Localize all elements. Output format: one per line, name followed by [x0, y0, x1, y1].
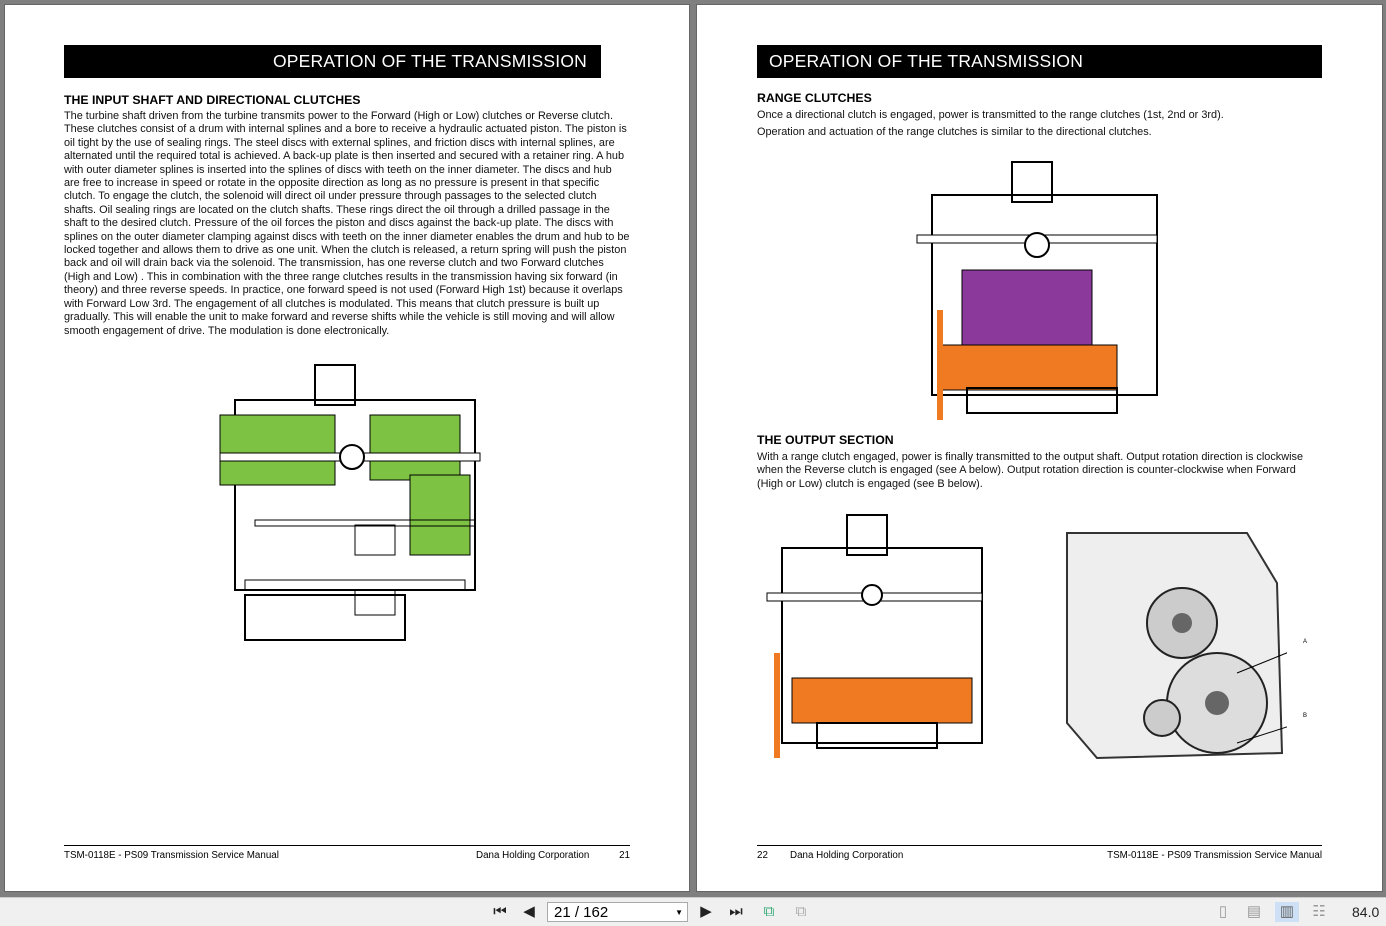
page-number-input[interactable]: 21 / 162▼ [547, 902, 688, 922]
first-page-button[interactable]: ⏮ [493, 903, 507, 920]
transmission-diagram-purple [916, 161, 1158, 420]
right-page: OPERATION OF THE TRANSMISSION RANGE CLUT… [696, 4, 1383, 892]
two-page-continuous-view-icon[interactable]: ☷ [1312, 903, 1326, 920]
chevron-down-icon[interactable]: ▼ [675, 908, 683, 917]
body-paragraph: The turbine shaft driven from the turbin… [64, 110, 630, 337]
section-heading: THE OUTPUT SECTION [757, 433, 894, 447]
two-page-view-icon[interactable]: ▥ [1275, 902, 1299, 922]
previous-view-icon[interactable]: ⧉ [763, 903, 775, 920]
next-page-button[interactable]: ▶ [700, 903, 712, 920]
page-footer: TSM-0118E - PS09 Transmission Service Ma… [64, 845, 630, 864]
footer-page-number: 22 [757, 850, 768, 861]
left-page: OPERATION OF THE TRANSMISSION THE INPUT … [4, 4, 690, 892]
viewer-toolbar: ⏮ ◀ 21 / 162▼ ▶ ⏭ ⧉ ⧉ ▯ ▤ ▥ ☷ 84.0 [0, 897, 1386, 926]
transmission-diagram-orange [766, 514, 983, 758]
continuous-view-icon[interactable]: ▤ [1246, 903, 1262, 920]
zoom-level[interactable]: 84.0 [1352, 904, 1380, 920]
body-paragraph: Once a directional clutch is engaged, po… [757, 109, 1224, 121]
previous-page-button[interactable]: ◀ [523, 903, 535, 920]
label-b: B [1303, 713, 1308, 719]
page-footer: 22 Dana Holding Corporation TSM-0118E - … [757, 845, 1322, 864]
footer-manual: TSM-0118E - PS09 Transmission Service Ma… [1107, 850, 1322, 861]
footer-company: Dana Holding Corporation [476, 850, 590, 861]
section-heading: RANGE CLUTCHES [757, 91, 872, 105]
next-view-icon[interactable]: ⧉ [795, 903, 807, 920]
page-banner: OPERATION OF THE TRANSMISSION [64, 45, 601, 78]
body-paragraph: Operation and actuation of the range clu… [757, 126, 1152, 138]
single-page-view-icon[interactable]: ▯ [1218, 903, 1228, 920]
label-a: A [1303, 639, 1308, 645]
body-paragraph: With a range clutch engaged, power is fi… [757, 451, 1304, 490]
page-banner: OPERATION OF THE TRANSMISSION [757, 45, 1322, 78]
footer-manual: TSM-0118E - PS09 Transmission Service Ma… [64, 850, 279, 861]
section-heading: THE INPUT SHAFT AND DIRECTIONAL CLUTCHES [64, 93, 361, 107]
footer-page-number: 21 [619, 850, 630, 861]
transmission-diagram-green [219, 364, 481, 641]
last-page-button[interactable]: ⏭ [729, 903, 743, 920]
transmission-housing-photo [1066, 532, 1287, 760]
footer-company: Dana Holding Corporation [790, 850, 904, 861]
